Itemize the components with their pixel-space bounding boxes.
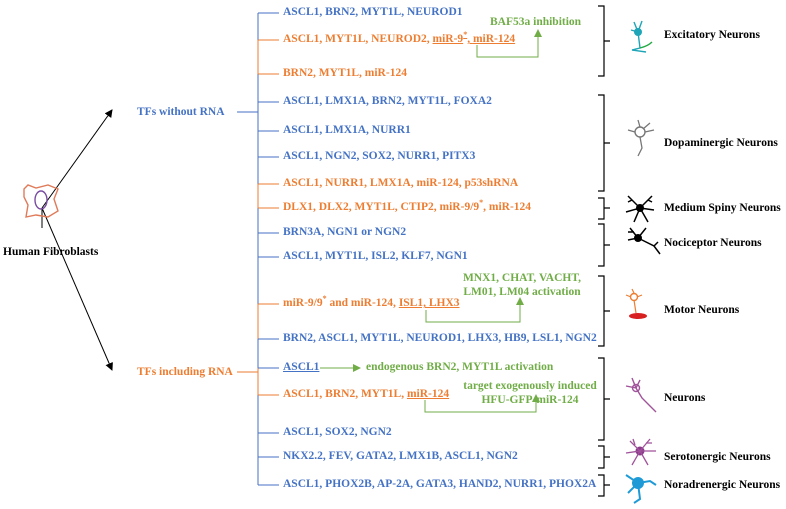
excitatory-neuron-icon <box>630 20 653 53</box>
factor-text: miR-9/9 <box>283 297 323 309</box>
factor-row: ASCL1, NGN2, SOX2, NURR1, PITX3 <box>283 150 475 163</box>
arrow-to-tfs-including-rna <box>41 207 113 371</box>
factor-row: ASCL1, PHOX2B, AP-2A, GATA3, HAND2, NURR… <box>283 478 596 491</box>
factor-text: NKX2.2, FEV, GATA2, LMX1B, ASCL1, NGN2 <box>283 450 518 462</box>
label-nociceptor-neurons: Nociceptor Neurons <box>664 237 762 249</box>
bracket-dopaminergic <box>598 94 610 192</box>
label-serotonergic-neurons: Serotonergic Neurons <box>664 451 771 463</box>
serotonergic-neuron-icon <box>625 438 656 466</box>
factor-row: ASCL1, BRN2, MYT1L, NEUROD1 <box>283 6 463 19</box>
factor-text: ASCL1, LMX1A, NURR1 <box>283 124 411 136</box>
bracket-motor <box>598 275 610 347</box>
factor-text: ASCL1, MYT1L, NEUROD2, <box>283 33 433 45</box>
medium-spiny-neuron-icon <box>625 195 655 223</box>
factor-text: miR-124 <box>406 388 450 400</box>
factor-text: miR-124 <box>472 33 516 45</box>
bracket-medium-spiny <box>598 197 610 220</box>
factor-row: ASCL1, MYT1L, ISL2, KLF7, NGN1 <box>283 250 468 263</box>
factor-text: ASCL1, MYT1L, ISL2, KLF7, NGN1 <box>283 250 468 262</box>
noradrenergic-neuron-icon <box>625 474 657 504</box>
bracket-excitatory <box>598 5 610 77</box>
factor-text: miR-9 <box>432 33 464 45</box>
factor-text: ASCL1, BRN2, MYT1L, <box>283 388 407 400</box>
bracket-serotonergic <box>598 445 610 469</box>
factor-row: miR-9/9* and miR-124, ISL1, LHX3 <box>283 294 460 310</box>
factor-row: ASCL1, BRN2, MYT1L, miR-124 <box>283 388 449 401</box>
factor-text: DLX1, DLX2, MYT1L, CTIP2, miR-9/9 <box>283 201 480 213</box>
label-medium-spiny-neurons: Medium Spiny Neurons <box>664 202 781 214</box>
branch-tfs-including-rna: TFs including RNA <box>137 366 233 378</box>
factor-text: ISL1, LHX3 <box>398 297 460 309</box>
factor-text: * <box>463 30 468 40</box>
factor-text: * <box>479 198 484 208</box>
label-dopaminergic-neurons: Dopaminergic Neurons <box>664 137 778 149</box>
annotation-motor-line1: MNX1, CHAT, VACHT, <box>462 272 582 284</box>
root-label: Human Fibroblasts <box>3 246 99 258</box>
factor-text: ASCL1, NURR1, LMX1A, miR-124, p53shRNA <box>283 177 519 189</box>
factor-text: , miR-124 <box>483 201 532 213</box>
factor-text: BRN3A, NGN1 or NGN2 <box>283 226 407 238</box>
factor-row: BRN2, MYT1L, miR-124 <box>283 67 407 80</box>
factor-text: ASCL1 <box>283 361 320 373</box>
label-excitatory-neurons: Excitatory Neurons <box>664 29 760 41</box>
factor-row: ASCL1, LMX1A, NURR1 <box>283 124 411 137</box>
factor-row: BRN2, ASCL1, MYT1L, NEUROD1, LHX3, HB9, … <box>283 332 597 345</box>
motor-connector <box>425 297 524 323</box>
factor-text: ASCL1, NGN2, SOX2, NURR1, PITX3 <box>283 150 476 162</box>
factor-text: ASCL1, SOX2, NGN2 <box>283 426 392 438</box>
dopaminergic-neuron-icon <box>627 119 655 157</box>
bracket-neurons <box>598 357 610 441</box>
factor-row: NKX2.2, FEV, GATA2, LMX1B, ASCL1, NGN2 <box>283 450 518 463</box>
bracket-noradrenergic <box>598 474 610 497</box>
label-noradrenergic-neurons: Noradrenergic Neurons <box>664 479 781 491</box>
annotation-motor-line2: LM01, LM04 activation <box>463 286 581 298</box>
baf53a-connector <box>476 29 542 58</box>
factor-row: ASCL1, SOX2, NGN2 <box>283 426 392 439</box>
annotation-baf53a: BAF53a inhibition <box>490 16 582 28</box>
factor-row: ASCL1, MYT1L, NEUROD2, miR-9*, miR-124 <box>283 30 516 46</box>
factor-row: ASCL1, NURR1, LMX1A, miR-124, p53shRNA <box>283 177 518 190</box>
factor-text: and miR-124, <box>326 297 399 309</box>
bracket-nociceptor <box>598 223 610 267</box>
branch-tfs-without-rna: TFs without RNA <box>137 106 225 118</box>
factor-row: BRN3A, NGN1 or NGN2 <box>283 226 406 239</box>
annotation-exogenous-line2: HFU-GFP-miR-124 <box>481 394 579 406</box>
nociceptor-neuron-icon <box>627 227 661 255</box>
neuron-icon <box>625 377 657 413</box>
factor-text: , <box>467 33 473 45</box>
factor-text: BRN2, MYT1L, miR-124 <box>283 67 407 79</box>
factor-row: ASCL1 <box>283 361 319 374</box>
exogenous-connector <box>424 394 540 413</box>
factor-row: DLX1, DLX2, MYT1L, CTIP2, miR-9/9*, miR-… <box>283 198 532 214</box>
annotation-endogenous: endogenous BRN2, MYT1L activation <box>366 361 554 373</box>
factor-text: * <box>322 294 327 304</box>
fibroblast-cell-icon <box>23 184 59 218</box>
factor-row: ASCL1, LMX1A, BRN2, MYT1L, FOXA2 <box>283 95 492 108</box>
annotation-exogenous-line1: target exogenously induced <box>463 380 597 392</box>
factor-text: BRN2, ASCL1, MYT1L, NEUROD1, LHX3, HB9, … <box>283 332 597 344</box>
factor-text: ASCL1, LMX1A, BRN2, MYT1L, FOXA2 <box>283 95 492 107</box>
motor-neuron-icon <box>625 288 647 319</box>
arrow-to-tfs-without-rna <box>41 109 113 209</box>
label-motor-neurons: Motor Neurons <box>664 304 740 316</box>
factor-text: ASCL1, PHOX2B, AP-2A, GATA3, HAND2, NURR… <box>283 478 597 490</box>
label-neurons: Neurons <box>664 392 706 404</box>
factor-text: ASCL1, BRN2, MYT1L, NEUROD1 <box>283 6 463 18</box>
